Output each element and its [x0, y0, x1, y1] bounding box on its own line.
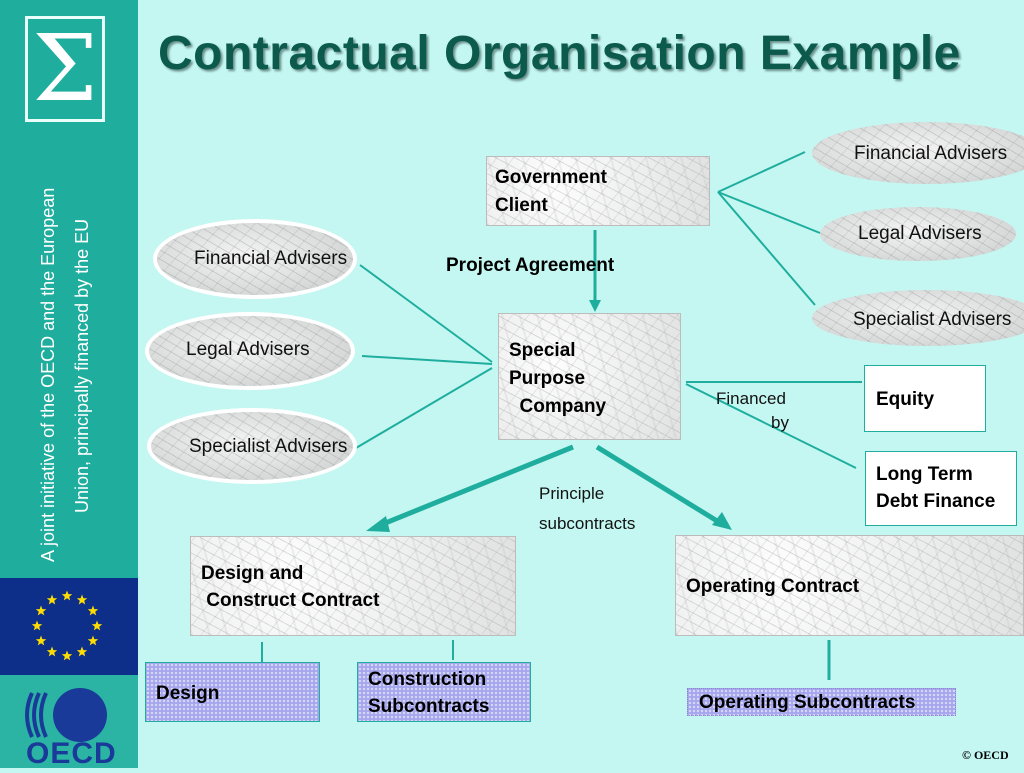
page-title: Contractual Organisation Example — [158, 27, 961, 80]
operating-contract-label: Operating Contract — [686, 576, 860, 597]
long-term-debt-box: Long Term Debt Finance — [865, 451, 1017, 526]
construction-subcontracts-box: Construction Subcontracts — [357, 662, 531, 722]
oecd-logo: OECD — [0, 675, 138, 770]
copyright-text: © OECD — [962, 748, 1009, 762]
left-legal-advisers-label: Legal Advisers — [186, 339, 310, 360]
oecd-logo-icon — [25, 688, 107, 742]
eu-star-icon — [87, 635, 99, 646]
financed-by-line1: Financed — [716, 389, 786, 408]
design-construct-line2: Construct Contract — [201, 590, 380, 611]
government-client-box: Government Client — [486, 156, 710, 226]
operating-contract-box: Operating Contract — [675, 535, 1024, 636]
eu-star-icon — [61, 650, 73, 661]
left-financial-advisers-label: Financial Advisers — [194, 248, 348, 269]
eu-star-icon — [31, 620, 43, 631]
eu-star-icon — [87, 605, 99, 616]
right-legal-advisers-label: Legal Advisers — [858, 223, 982, 244]
operating-subcontracts-box: Operating Subcontracts — [687, 688, 956, 716]
right-financial-advisers-oval — [812, 122, 1024, 184]
government-client-line2: Client — [495, 195, 548, 216]
spc-line3: Company — [509, 396, 607, 417]
spc-line1: Special — [509, 340, 576, 361]
eu-star-icon — [76, 646, 88, 657]
oecd-logo-text: OECD — [26, 737, 117, 770]
eu-star-icon — [35, 635, 47, 646]
spc-line2: Purpose — [509, 368, 586, 389]
eu-star-icon — [46, 594, 58, 605]
debt-line1: Long Term — [876, 464, 973, 485]
design-construct-contract-box: Design and Construct Contract — [190, 536, 516, 636]
financed-by-line2: by — [771, 413, 789, 432]
eu-star-icon — [35, 605, 47, 616]
sigma-logo-icon: Σ — [25, 16, 105, 122]
design-box: Design — [145, 662, 320, 722]
right-financial-advisers-label: Financial Advisers — [854, 143, 1008, 164]
government-client-line1: Government — [495, 167, 607, 188]
project-agreement-label: Project Agreement — [446, 255, 615, 276]
left-specialist-advisers-label: Specialist Advisers — [189, 436, 348, 457]
construction-sub-line2: Subcontracts — [368, 696, 490, 717]
special-purpose-company-box: Special Purpose Company — [498, 313, 681, 440]
operating-subcontracts-label: Operating Subcontracts — [699, 692, 916, 713]
principle-subcontracts-line2: subcontracts — [539, 514, 636, 533]
design-construct-line1: Design and — [201, 563, 304, 584]
construction-sub-line1: Construction — [368, 669, 487, 690]
right-specialist-advisers-oval — [812, 290, 1024, 346]
eu-flag-icon — [0, 578, 138, 675]
eu-star-icon — [91, 620, 103, 631]
left-legal-advisers-oval — [145, 312, 355, 390]
right-specialist-advisers-label: Specialist Advisers — [853, 309, 1012, 330]
eu-star-icon — [61, 590, 73, 601]
eu-star-icon — [76, 594, 88, 605]
principle-subcontracts-line1: Principle — [539, 484, 605, 503]
left-specialist-advisers-oval — [147, 408, 357, 484]
left-financial-advisers-oval — [153, 219, 357, 299]
right-legal-advisers-oval — [820, 207, 1016, 261]
equity-box: Equity — [864, 365, 986, 432]
debt-line2: Debt Finance — [876, 491, 996, 512]
eu-star-icon — [46, 646, 58, 657]
design-label: Design — [156, 683, 220, 704]
equity-label: Equity — [876, 389, 935, 410]
